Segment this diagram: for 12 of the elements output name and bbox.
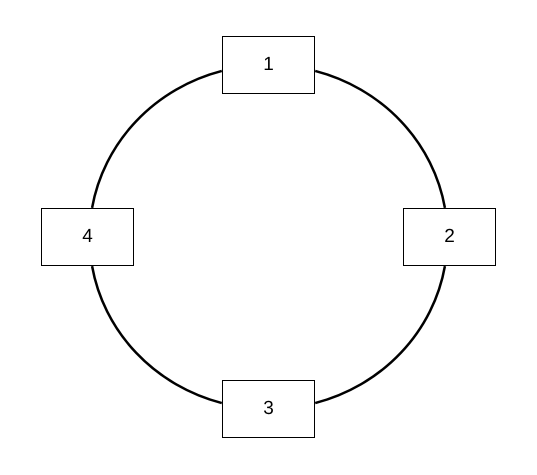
box-number: 2	[444, 224, 455, 249]
label-box	[222, 36, 315, 94]
label-box	[41, 208, 134, 266]
connector-arc	[90, 266, 222, 404]
connector-arc	[314, 70, 446, 208]
box-number: 3	[263, 396, 274, 421]
box-number: 4	[82, 224, 93, 249]
connector-arc	[314, 266, 446, 404]
label-box	[222, 380, 315, 438]
box-number: 1	[263, 52, 274, 77]
connector-arc	[90, 70, 222, 208]
label-box	[403, 208, 496, 266]
